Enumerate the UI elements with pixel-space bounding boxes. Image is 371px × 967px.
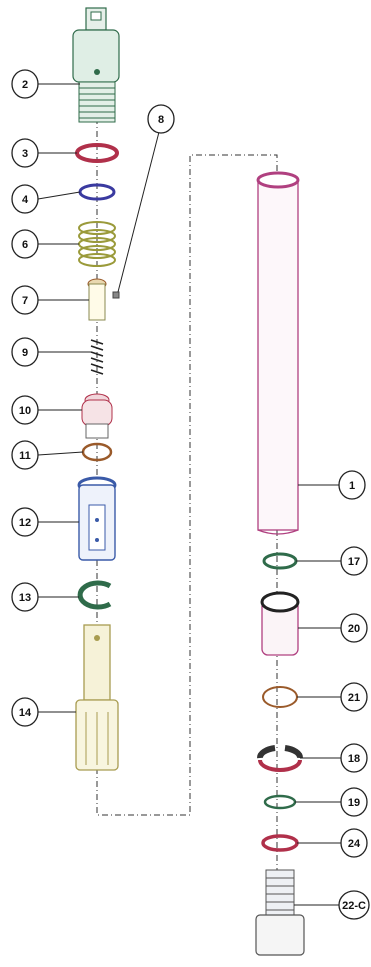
- part-6-spring: [78, 221, 116, 267]
- callout-11: 11: [11, 440, 39, 470]
- svg-text:7: 7: [22, 295, 28, 307]
- svg-text:4: 4: [22, 194, 29, 206]
- callout-8: 8: [147, 104, 175, 134]
- svg-text:24: 24: [348, 838, 361, 850]
- svg-text:17: 17: [348, 556, 360, 568]
- svg-text:9: 9: [22, 347, 28, 359]
- part-20-bushing: [260, 591, 300, 656]
- assembly-path-line: [96, 40, 278, 816]
- part-12-blue-sleeve: [77, 476, 117, 561]
- part-21-brown-o-ring: [262, 686, 298, 708]
- svg-text:3: 3: [22, 148, 28, 160]
- svg-text:20: 20: [348, 623, 360, 635]
- callout-2: 2: [11, 69, 39, 99]
- part-19-green-o-ring: [263, 794, 297, 810]
- part-9-small-spring: [90, 339, 104, 375]
- callout-19: 19: [340, 787, 368, 817]
- callout-6: 6: [11, 229, 39, 259]
- callout-18: 18: [340, 743, 368, 773]
- part-8-set-screw: [112, 291, 120, 299]
- part-2-top-fitting: [72, 7, 120, 123]
- callout-4: 4: [11, 184, 39, 214]
- callout-24: 24: [340, 828, 368, 858]
- part-1-tube: [256, 171, 300, 535]
- svg-text:13: 13: [19, 592, 31, 604]
- part-18-split-ring: [257, 745, 303, 772]
- callout-1: 1: [338, 470, 366, 500]
- callout-9: 9: [11, 337, 39, 367]
- part-17-green-o-ring: [262, 552, 298, 570]
- svg-text:11: 11: [19, 450, 31, 462]
- svg-text:19: 19: [348, 797, 360, 809]
- part-14-lower-body: [75, 624, 119, 771]
- svg-text:12: 12: [19, 517, 31, 529]
- callout-7: 7: [11, 285, 39, 315]
- svg-text:8: 8: [158, 114, 164, 126]
- svg-text:2: 2: [22, 79, 28, 91]
- callout-22-c: 22-C: [338, 890, 370, 920]
- callout-17: 17: [340, 546, 368, 576]
- svg-text:14: 14: [19, 707, 32, 719]
- callout-20: 20: [340, 613, 368, 643]
- part-7-pin: [87, 278, 107, 321]
- part-13-retaining-clip: [77, 580, 112, 610]
- callout-13: 13: [11, 582, 39, 612]
- leader-lines: [37, 83, 341, 906]
- part-22-c-threaded-plug: [255, 869, 305, 956]
- part-10-valve-body: [81, 393, 113, 439]
- callout-12: 12: [11, 507, 39, 537]
- svg-text:22-C: 22-C: [342, 900, 366, 912]
- part-24-red-o-ring: [261, 834, 299, 852]
- svg-text:6: 6: [22, 239, 28, 251]
- svg-text:18: 18: [348, 753, 360, 765]
- svg-text:21: 21: [348, 692, 360, 704]
- svg-text:1: 1: [349, 480, 355, 492]
- callout-21: 21: [340, 682, 368, 712]
- callout-10: 10: [11, 395, 39, 425]
- callout-3: 3: [11, 138, 39, 168]
- svg-text:10: 10: [19, 405, 31, 417]
- callout-14: 14: [11, 697, 39, 727]
